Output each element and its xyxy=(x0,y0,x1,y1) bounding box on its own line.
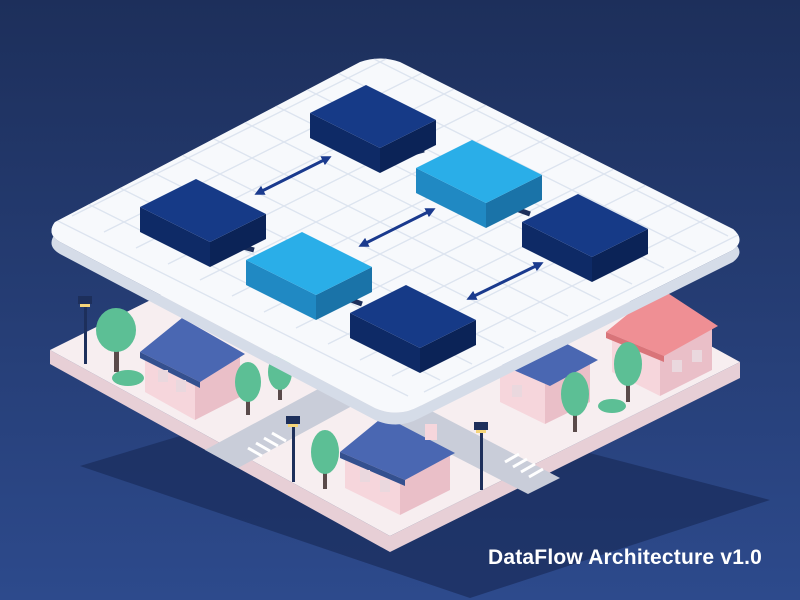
crosswalk-left xyxy=(247,431,287,458)
data-block xyxy=(246,232,372,320)
house-center xyxy=(340,416,455,515)
house-left xyxy=(140,318,245,420)
tree xyxy=(561,372,589,432)
data-block xyxy=(522,194,648,282)
data-block xyxy=(350,285,476,373)
data-platform xyxy=(51,58,740,425)
platform-edge xyxy=(51,222,740,425)
tree xyxy=(598,342,642,413)
connector-arrow xyxy=(466,262,544,300)
tree xyxy=(96,308,144,386)
data-block xyxy=(310,85,436,173)
tree xyxy=(235,362,261,415)
connector-arrow xyxy=(254,156,332,195)
street-lamp xyxy=(286,416,300,482)
street-lamp xyxy=(474,422,488,490)
diagram-caption: DataFlow Architecture v1.0 xyxy=(487,546,762,569)
connector-arrows xyxy=(254,156,544,300)
street-lamp xyxy=(78,296,92,364)
crosswalk-right xyxy=(504,452,544,479)
data-block xyxy=(140,179,266,267)
road-left xyxy=(205,388,352,468)
connector-arrow xyxy=(358,208,436,247)
tree xyxy=(311,430,339,489)
data-block xyxy=(416,140,542,228)
